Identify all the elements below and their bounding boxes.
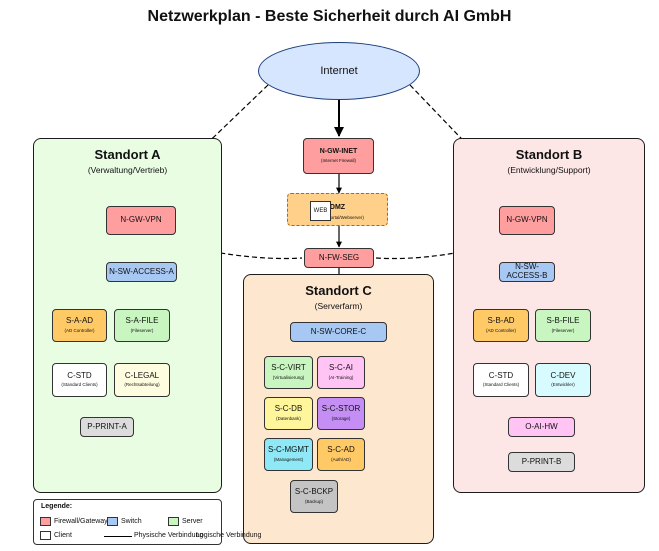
dmz-zone[interactable]: DMZ (Kundenportal/Webserver) [287,193,388,226]
node-a-gw-vpn-label: N-GW-VPN [120,215,162,225]
node-c-mgmt-sub: (Management) [273,456,304,462]
node-b-std[interactable]: C-STD (Standard Clients) [473,363,529,397]
node-c-stor[interactable]: S-C-STOR (Storage) [317,397,365,430]
node-b-ad-label: S-B-AD [487,316,515,326]
node-c-db-label: S-C-DB [274,404,303,414]
node-b-ad-sub: (AD Controller) [485,327,516,333]
node-b-gw-vpn-label: N-GW-VPN [506,215,548,225]
node-c-virt-sub: (Virtualisierung) [272,374,305,380]
site-c-subtitle: (Serverfarm) [314,301,363,311]
node-a-printer[interactable]: P-PRINT-A [80,417,134,437]
node-c-ad[interactable]: S-C-AD (Auth/AD) [317,438,365,471]
node-c-ad-label: S-C-AD [327,445,355,455]
node-b-printer[interactable]: P-PRINT-B [508,452,575,472]
node-a-gw-vpn[interactable]: N-GW-VPN [106,206,176,235]
node-b-dev-sub: (Entwickler) [551,382,575,388]
node-b-ai-hw[interactable]: O-AI-HW [508,417,575,437]
internet-cloud[interactable]: Internet [258,42,420,100]
node-a-ad-sub: (AD Controller) [64,327,95,333]
legend-client-label: Client [54,532,72,539]
node-c-ai[interactable]: S-C-AI (AI-Training) [317,356,365,389]
legend-firewall-label: Firewall/Gateway [54,518,108,525]
node-b-switch[interactable]: N-SW-ACCESS-B [499,262,555,282]
node-a-legal[interactable]: C-LEGAL (Rechtsabteilung) [114,363,170,397]
node-fw-seg-label: N-FW-SEG [318,252,360,262]
legend-client-swatch [40,531,51,540]
page-title: Netzwerkplan - Beste Sicherheit durch AI… [147,8,512,25]
dmz-subtitle: (Kundenportal/Webserver) [311,215,364,220]
node-c-ai-sub: (AI-Training) [328,374,354,380]
legend: Legende: Firewall/Gateway Switch Server … [33,499,261,545]
node-a-ad[interactable]: S-A-AD (AD Controller) [52,309,107,342]
node-b-gw-vpn[interactable]: N-GW-VPN [499,206,555,235]
node-a-switch-label: N-SW-ACCESS-A [109,266,174,276]
site-b-subtitle: (Entwicklung/Support) [507,165,591,175]
node-c-ad-sub: (Auth/AD) [331,456,351,462]
legend-server-label: Server [182,518,203,525]
legend-switch-label: Switch [121,518,142,525]
site-a-subtitle: (Verwaltung/Vertrieb) [87,165,168,175]
node-b-file[interactable]: S-B-FILE (Fileserver) [535,309,591,342]
node-a-std-sub: (Standard Clients) [61,382,98,388]
node-c-stor-sub: (Storage) [331,415,351,421]
node-c-db[interactable]: S-C-DB (Datenbank) [264,397,313,430]
node-c-virt[interactable]: S-C-VIRT (Virtualisierung) [264,356,313,389]
dmz-title: DMZ [329,204,346,211]
node-b-dev[interactable]: C-DEV (Entwickler) [535,363,591,397]
legend-physical-line [104,536,132,537]
node-gw-inet[interactable]: N-GW-INET (Internet Firewall) [303,138,374,174]
node-a-file[interactable]: S-A-FILE (Fileserver) [114,309,170,342]
web-server-icon[interactable]: WEB [310,201,331,221]
node-b-switch-label: N-SW-ACCESS-B [506,262,548,280]
legend-logical-label: Logische Verbindung [196,532,262,539]
legend-physical-label: Physische Verbindung [134,532,204,539]
node-c-stor-label: S-C-STOR [321,404,361,414]
node-a-legal-sub: (Rechtsabteilung) [124,382,160,388]
site-c-title: Standort C [305,283,372,298]
node-c-core-label: N-SW-CORE-C [310,326,367,336]
node-a-std[interactable]: C-STD (Standard Clients) [52,363,107,397]
node-gw-inet-sub: (Internet Firewall) [320,157,356,163]
node-c-bckp[interactable]: S-C-BCKP (Backup) [290,480,338,513]
node-c-bckp-sub: (Backup) [304,498,323,504]
node-a-switch[interactable]: N-SW-ACCESS-A [106,262,177,282]
node-a-file-label: S-A-FILE [125,316,159,326]
node-a-file-sub: (Fileserver) [130,327,154,333]
node-b-file-sub: (Fileserver) [551,327,575,333]
node-a-legal-label: C-LEGAL [124,370,160,380]
node-a-std-label: C-STD [67,370,92,380]
node-c-virt-label: S-C-VIRT [271,363,306,373]
site-a-title: Standort A [94,147,161,162]
node-b-printer-label: P-PRINT-B [521,456,562,466]
node-c-mgmt-label: S-C-MGMT [268,445,309,455]
legend-title: Legende: [41,503,73,510]
node-fw-seg[interactable]: N-FW-SEG [304,248,374,268]
node-a-ad-label: S-A-AD [65,316,94,326]
legend-firewall-swatch [40,517,51,526]
node-b-ai-hw-label: O-AI-HW [525,421,558,431]
node-c-ai-label: S-C-AI [329,363,353,373]
node-b-dev-label: C-DEV [550,370,576,380]
node-a-printer-label: P-PRINT-A [87,421,127,431]
node-c-bckp-label: S-C-BCKP [294,487,334,497]
node-c-mgmt[interactable]: S-C-MGMT (Management) [264,438,313,471]
internet-label: Internet [320,65,358,77]
site-b-title: Standort B [515,147,583,162]
legend-server-swatch [168,517,179,526]
node-b-ad[interactable]: S-B-AD (AD Controller) [473,309,529,342]
node-c-db-sub: (Datenbank) [276,415,301,421]
node-c-core-switch[interactable]: N-SW-CORE-C [290,322,387,342]
node-b-std-sub: (Standard Clients) [482,382,520,388]
node-b-file-label: S-B-FILE [546,316,580,326]
node-b-std-label: C-STD [488,370,514,380]
node-gw-inet-label: N-GW-INET [319,148,358,156]
legend-switch-swatch [107,517,118,526]
